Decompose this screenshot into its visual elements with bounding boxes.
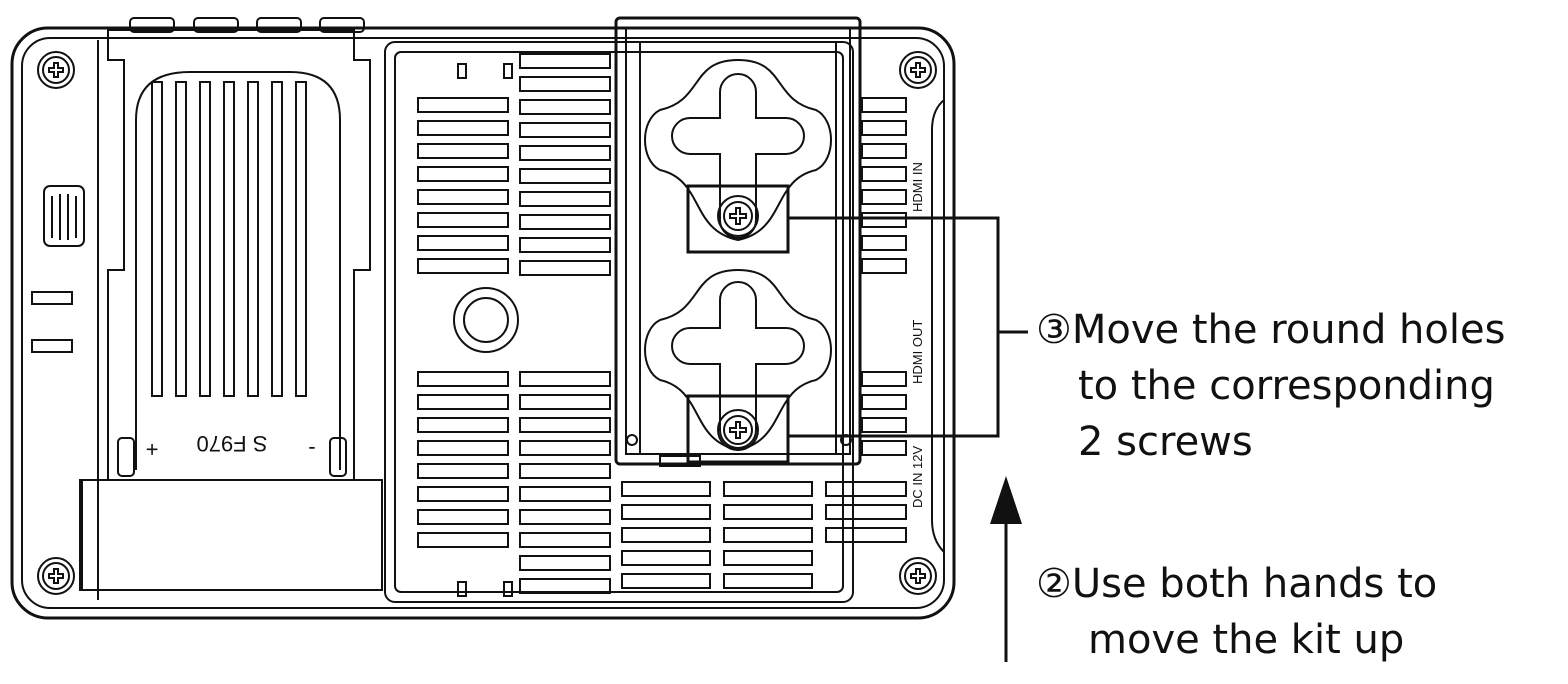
vent-slot bbox=[861, 394, 907, 410]
vent-slot bbox=[861, 440, 907, 456]
vent-slot bbox=[861, 189, 907, 205]
vent-slot bbox=[621, 481, 711, 497]
battery-plus-label: + bbox=[146, 437, 159, 462]
vent-slot bbox=[519, 145, 611, 161]
vent-slot bbox=[519, 191, 611, 207]
vent-slot bbox=[417, 120, 509, 136]
vent-slot bbox=[723, 527, 813, 543]
vent-slot bbox=[519, 417, 611, 433]
mounting-kit bbox=[614, 16, 862, 467]
vent-slot bbox=[519, 486, 611, 502]
hdmi-out-label: HDMI OUT bbox=[910, 320, 925, 384]
vent-slot bbox=[723, 550, 813, 566]
vent-slot bbox=[621, 573, 711, 589]
vent-slot bbox=[519, 76, 611, 92]
dc-in-label: DC IN 12V bbox=[910, 446, 925, 508]
screw-icon bbox=[899, 51, 937, 89]
vent-slot bbox=[503, 581, 513, 597]
step3-line2: to the corresponding bbox=[1078, 363, 1495, 409]
vent-slot bbox=[519, 122, 611, 138]
vent-slot bbox=[503, 63, 513, 79]
vent-slot bbox=[519, 260, 611, 276]
mount-screw-icon bbox=[717, 195, 759, 237]
vent-slot bbox=[861, 212, 907, 228]
step2-line1: ②Use both hands to bbox=[1036, 561, 1438, 607]
battery-plate: S F970 + - bbox=[79, 29, 383, 591]
cooling-vents bbox=[417, 53, 907, 597]
vent-slot bbox=[861, 371, 907, 387]
vent-slot bbox=[861, 417, 907, 433]
vent-slot bbox=[519, 394, 611, 410]
vent-slot bbox=[519, 509, 611, 525]
vent-slot bbox=[861, 120, 907, 136]
vent-slot bbox=[457, 63, 467, 79]
vent-slot bbox=[417, 189, 509, 205]
monitor-body bbox=[10, 26, 956, 620]
top-buttons bbox=[129, 17, 365, 33]
up-arrow-icon bbox=[990, 476, 1022, 662]
vent-slot bbox=[417, 486, 509, 502]
screw-highlight-box bbox=[686, 394, 790, 464]
vent-slot bbox=[621, 550, 711, 566]
step3-line3: 2 screws bbox=[1078, 419, 1253, 465]
vent-slot bbox=[417, 258, 509, 274]
vent-slot bbox=[417, 143, 509, 159]
vent-slot bbox=[519, 168, 611, 184]
vent-slot bbox=[723, 573, 813, 589]
left-side-controls bbox=[31, 40, 99, 600]
vent-slot bbox=[519, 237, 611, 253]
battery-minus-label: - bbox=[308, 437, 315, 462]
keyhole-slot-icon bbox=[671, 73, 805, 239]
vent-slot bbox=[519, 53, 611, 69]
vent-slot bbox=[519, 463, 611, 479]
vent-slot bbox=[621, 504, 711, 520]
vent-slot bbox=[417, 97, 509, 113]
vent-slot bbox=[519, 440, 611, 456]
vent-slot bbox=[417, 509, 509, 525]
step3-instruction: ③Move the round holes to the correspondi… bbox=[1036, 302, 1505, 470]
hdmi-in-label: HDMI IN bbox=[910, 162, 925, 212]
vent-slot bbox=[723, 504, 813, 520]
step2-instruction: ②Use both hands to move the kit up bbox=[1036, 556, 1437, 668]
vent-slot bbox=[417, 440, 509, 456]
battery-vents bbox=[151, 81, 307, 397]
vent-slot bbox=[417, 212, 509, 228]
vent-slot bbox=[825, 504, 907, 520]
vent-slot bbox=[723, 481, 813, 497]
vent-slot bbox=[519, 371, 611, 387]
vent-slot bbox=[621, 527, 711, 543]
vent-slot bbox=[825, 527, 907, 543]
vent-slot bbox=[417, 417, 509, 433]
vent-slot bbox=[519, 532, 611, 548]
vent-slot bbox=[861, 235, 907, 251]
vent-slot bbox=[457, 581, 467, 597]
step2-line2: move the kit up bbox=[1088, 617, 1405, 663]
battery-model-label: S F970 bbox=[197, 431, 268, 456]
corner-screws bbox=[37, 51, 937, 595]
vent-slot bbox=[519, 99, 611, 115]
vent-slot bbox=[861, 258, 907, 274]
step3-line1: ③Move the round holes bbox=[1036, 307, 1506, 353]
vent-slot bbox=[519, 578, 611, 594]
keyhole-slot-icon bbox=[671, 281, 805, 449]
vent-slot bbox=[417, 394, 509, 410]
vent-slot bbox=[417, 166, 509, 182]
vent-slot bbox=[519, 555, 611, 571]
callout-bracket bbox=[788, 216, 1028, 438]
vent-slot bbox=[519, 214, 611, 230]
vent-slot bbox=[417, 532, 509, 548]
vent-slot bbox=[861, 97, 907, 113]
screw-icon bbox=[37, 51, 75, 89]
screw-icon bbox=[899, 557, 937, 595]
vent-slot bbox=[417, 463, 509, 479]
vent-slot bbox=[825, 481, 907, 497]
mount-screw-icon bbox=[717, 409, 759, 451]
screw-icon bbox=[37, 557, 75, 595]
vent-slot bbox=[417, 371, 509, 387]
round-button bbox=[453, 287, 519, 353]
vent-slot bbox=[861, 143, 907, 159]
vent-slot bbox=[417, 235, 509, 251]
vent-slot bbox=[861, 166, 907, 182]
